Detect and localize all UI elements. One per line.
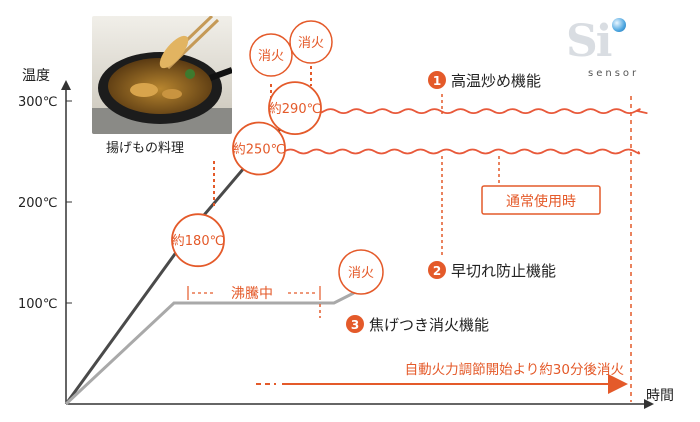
logo-subtitle: sensor (588, 68, 640, 79)
high-temp-wavy-line (297, 108, 648, 115)
feature-3-number: 3 (351, 318, 359, 332)
x-axis-label: 時間 (646, 388, 674, 404)
feature-1-badge (428, 71, 446, 89)
point-label-text-1: 約250℃ (233, 143, 285, 158)
extinguish-bubble-3 (338, 249, 384, 295)
extinguish-label-1: 消火 (258, 49, 284, 64)
feature-1-number: 1 (433, 74, 441, 88)
boiling-temperature-line (64, 291, 355, 406)
point-label-bubble-2 (268, 81, 322, 135)
point-label-text-2: 約290℃ (269, 102, 321, 117)
extinguish-bubble-2 (289, 20, 333, 64)
tempura-frying-illustration (92, 16, 232, 134)
x-axis-arrow (644, 399, 654, 409)
y-axis-arrow (61, 80, 71, 90)
point-label-bubble-0 (171, 213, 225, 268)
boiling-label: 沸騰中 (231, 285, 273, 302)
normal-use-label: 通常使用時 (506, 193, 576, 210)
point-label-text-0: 約180℃ (172, 234, 224, 249)
point-label-bubble-1 (232, 121, 286, 176)
frying-photo (92, 16, 232, 134)
logo-letters: Si (566, 16, 612, 67)
y-tick-label-200: 200℃ (18, 196, 57, 211)
normal-use-wavy-line (257, 148, 641, 155)
feature-2-label: 早切れ防止機能 (451, 262, 556, 280)
extinguish-label-2: 消火 (298, 36, 324, 51)
extinguish-label-3: 消火 (348, 266, 374, 281)
y-tick-label-300: 300℃ (18, 95, 57, 110)
normal-use-box (481, 185, 601, 215)
feature-2-badge (428, 261, 446, 279)
feature-3-label: 焦げつき消火機能 (369, 316, 489, 334)
auto-off-label: 自動火力調節開始より約30分後消火 (405, 362, 624, 378)
si-sensor-logo: Si sensor (566, 10, 640, 84)
logo-dot-icon (612, 18, 626, 32)
extinguish-bubble-1 (249, 33, 293, 77)
y-axis-label: 温度 (22, 68, 50, 84)
feature-1-label: 高温炒め機能 (451, 72, 541, 90)
feature-2-number: 2 (433, 264, 441, 278)
photo-caption: 揚げもの料理 (106, 141, 185, 156)
feature-3-badge (346, 315, 364, 333)
y-tick-label-100: 100℃ (18, 297, 57, 312)
